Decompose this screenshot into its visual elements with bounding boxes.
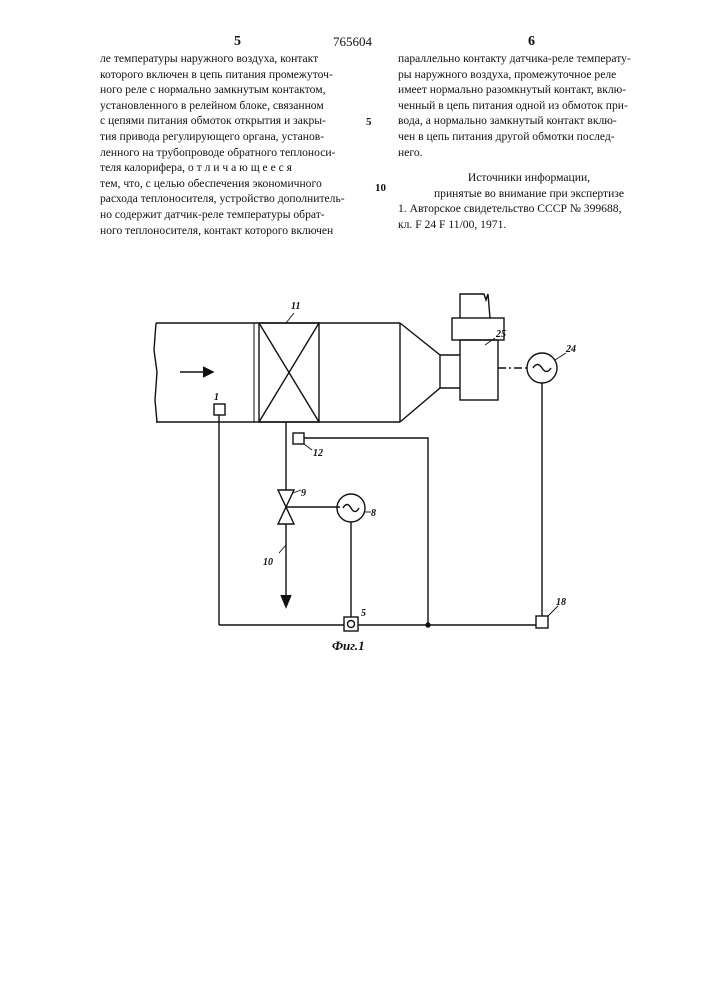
heater-icon bbox=[254, 323, 319, 422]
label-18: 18 bbox=[556, 597, 566, 608]
fan-icon bbox=[452, 294, 504, 400]
return-sensor-icon bbox=[293, 433, 304, 444]
label-24: 24 bbox=[565, 344, 576, 355]
outdoor-sensor-icon bbox=[214, 404, 225, 415]
fan-motor-icon bbox=[527, 353, 557, 383]
relay-block-icon bbox=[344, 617, 358, 631]
air-flow-arrow bbox=[180, 367, 213, 377]
figure-caption: Фиг.1 bbox=[332, 638, 365, 653]
label-12: 12 bbox=[313, 448, 323, 459]
label-25: 25 bbox=[495, 329, 506, 340]
label-9: 9 bbox=[301, 488, 306, 499]
label-5: 5 bbox=[361, 608, 366, 619]
valve-icon bbox=[278, 490, 340, 524]
label-10: 10 bbox=[263, 557, 273, 568]
label-11: 11 bbox=[291, 301, 300, 312]
junction-dot bbox=[426, 623, 430, 627]
return-pipe-arrow bbox=[281, 524, 291, 607]
valve-motor-icon bbox=[337, 494, 365, 617]
relay-node-icon bbox=[536, 616, 548, 628]
label-8: 8 bbox=[371, 508, 376, 519]
wire bbox=[304, 438, 428, 625]
label-1: 1 bbox=[214, 392, 219, 403]
